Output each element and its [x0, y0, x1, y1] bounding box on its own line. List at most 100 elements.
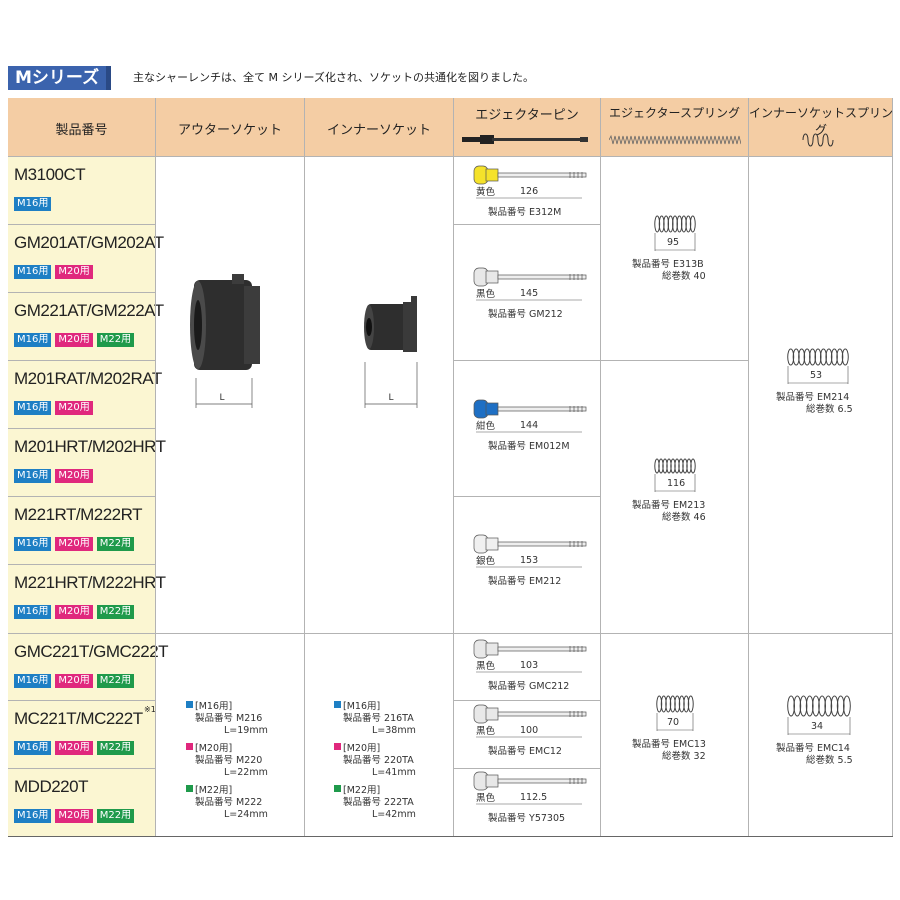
pin-part-number: 製品番号 EM012M: [488, 441, 570, 452]
pin-color-name: 紺色: [476, 421, 496, 432]
spring-part-number: 製品番号 EM214: [776, 392, 850, 403]
ejector-pin-header-icon: [462, 135, 588, 144]
size-badge: M22用: [96, 809, 135, 823]
size-badge: M16用: [14, 401, 52, 415]
length-value: L=19mm: [224, 725, 268, 736]
ejector-spring-image: [656, 695, 694, 731]
header-part-number: 製品番号: [8, 98, 155, 156]
pin-length: 145: [520, 288, 539, 299]
pin-color-name: 銀色: [476, 556, 496, 567]
inner-spring-image: [787, 348, 849, 384]
spec-table: 製品番号 アウターソケット インナーソケット エジェクターピン エジェクタースプ…: [8, 98, 893, 837]
pin-color-name: 黒色: [476, 726, 496, 737]
size-badge: M20用: [55, 537, 93, 551]
size-badge: M20用: [55, 809, 93, 823]
pin-part-number: 製品番号 GMC212: [488, 681, 570, 692]
pin-color-name: 黒色: [476, 793, 496, 804]
spring-part-number: 製品番号 EMC13: [632, 739, 706, 750]
size-label: [M16用]: [343, 701, 381, 712]
spring-part-number: 製品番号 EM213: [632, 500, 706, 511]
length-value: L=41mm: [372, 767, 416, 778]
header-outer-socket: アウターソケット: [156, 98, 304, 156]
inner-spring-header-icon: [802, 133, 834, 147]
spring-dimension: 53: [810, 370, 823, 381]
ejector-spring-header-icon: [609, 135, 741, 145]
pin-length: 144: [520, 420, 539, 431]
color-square: [334, 743, 341, 750]
header-inner-spring: インナーソケットスプリング: [749, 98, 893, 156]
pin-dimension-line: [476, 431, 582, 433]
size-badge: M20用: [55, 605, 93, 619]
length-value: L=42mm: [372, 809, 416, 820]
ejector-pin-image: [473, 771, 587, 791]
ejector-spring-image: [654, 215, 696, 251]
size-label: [M16用]: [195, 701, 233, 712]
spring-total-turns: 総巻数 5.5: [806, 755, 853, 766]
size-badge: M22用: [96, 333, 135, 347]
ejector-pin-image: [473, 534, 587, 554]
size-badge: M16用: [14, 605, 52, 619]
length-value: L=24mm: [224, 809, 268, 820]
inner-socket-image: L: [364, 296, 418, 408]
ejector-pin-image: [473, 267, 587, 287]
size-badge: M20用: [55, 333, 93, 347]
size-badge: M16用: [14, 809, 52, 823]
color-square: [334, 785, 341, 792]
model-name: M221HRT/M222HRT: [14, 573, 166, 592]
size-badges: M16用: [14, 191, 55, 211]
pin-part-number: 製品番号 EM212: [488, 576, 562, 587]
color-square: [186, 785, 193, 792]
model-name: GM201AT/GM202AT: [14, 233, 164, 252]
size-label: [M22用]: [343, 785, 381, 796]
size-badge: M22用: [96, 741, 135, 755]
color-square: [334, 701, 341, 708]
size-badge: M20用: [55, 401, 93, 415]
title-bar: Mシリーズ 主なシャーレンチは、全て M シリーズ化され、ソケットの共通化を図り…: [8, 66, 888, 90]
pin-length: 153: [520, 555, 539, 566]
pin-length: 100: [520, 725, 539, 736]
size-badge: M22用: [96, 674, 135, 688]
pin-dimension-line: [476, 803, 582, 805]
size-badge: M20用: [55, 469, 93, 483]
ejector-pin-image: [473, 165, 587, 185]
size-badge: M22用: [96, 537, 135, 551]
model-name: GMC221T/GMC222T: [14, 642, 169, 661]
color-square: [186, 701, 193, 708]
header-inner-socket: インナーソケット: [305, 98, 453, 156]
pin-length: 112.5: [520, 792, 548, 803]
pin-dimension-line: [476, 736, 582, 738]
pin-length: 126: [520, 186, 539, 197]
svg-text:L: L: [388, 393, 393, 403]
spring-total-turns: 総巻数 40: [662, 271, 706, 282]
pin-part-number: 製品番号 GM212: [488, 309, 563, 320]
pin-length: 103: [520, 660, 539, 671]
pin-dimension-line: [476, 299, 582, 301]
size-badge: M20用: [55, 674, 93, 688]
size-badge: M20用: [55, 741, 93, 755]
spring-dimension: 95: [667, 237, 680, 248]
ejector-pin-image: [473, 704, 587, 724]
part-number: 製品番号 220TA: [343, 755, 414, 766]
series-description: 主なシャーレンチは、全て M シリーズ化され、ソケットの共通化を図りました。: [133, 71, 535, 84]
outer-socket-image: L: [190, 274, 260, 408]
size-label: [M22用]: [195, 785, 233, 796]
length-value: L=22mm: [224, 767, 268, 778]
model-name: MDD220T: [14, 777, 88, 796]
size-badge: M16用: [14, 333, 52, 347]
model-name: GM221AT/GM222AT: [14, 301, 164, 320]
pin-color-name: 黄色: [476, 187, 496, 198]
